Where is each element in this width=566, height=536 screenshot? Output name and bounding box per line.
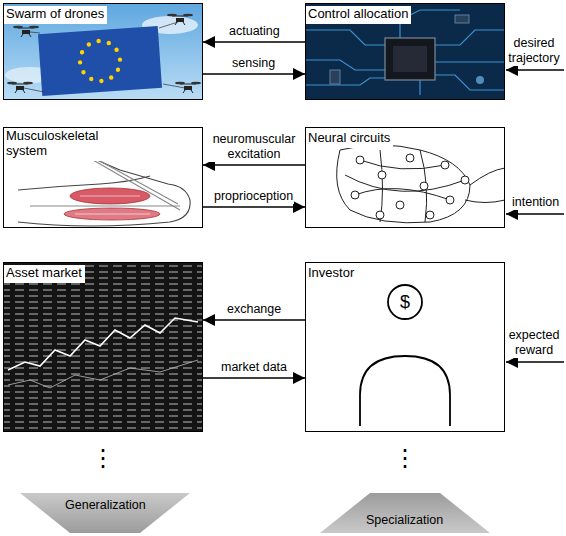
panel-box: Investor: [305, 262, 505, 432]
heading-row: Investor: [306, 263, 504, 283]
drone-swarm-picture: [4, 4, 203, 99]
connector-arrow: [203, 319, 305, 321]
panel-box: Musculoskeletal system: [3, 127, 203, 228]
input-label: desired trajectory: [505, 36, 563, 66]
heading-row: Musculoskeletal system: [4, 128, 202, 161]
edge-label: neuromuscular excitation: [205, 132, 303, 162]
heading-row: Asset market: [4, 263, 202, 283]
connector-arrow: [203, 206, 305, 208]
generalization-chevron: [20, 493, 190, 533]
panel-heading: Neural circuits: [306, 130, 393, 148]
connector-arrow: [203, 164, 305, 166]
panel-heading: Musculoskeletal system: [4, 128, 134, 161]
panel-heading: Investor: [306, 265, 357, 283]
panel-box: Control allocation: [305, 3, 505, 100]
continuation-dots: ⋮: [90, 446, 116, 470]
panel-box: Asset market: [3, 262, 203, 432]
panel-heading: Asset market: [4, 265, 85, 283]
edge-label: exchange: [226, 302, 282, 317]
edge-label: market data: [220, 360, 288, 375]
direction-label: Generalization: [64, 498, 147, 513]
connector-arrow: [203, 377, 305, 379]
connector-arrow: [203, 73, 305, 75]
neural-network-sketch: [337, 145, 505, 223]
panel-heading: Control allocation: [306, 6, 411, 24]
investor-icon: [360, 285, 450, 426]
heading-row: Control allocation: [306, 4, 504, 24]
circuit-board-picture: [306, 4, 504, 99]
edge-label: actuating: [228, 24, 281, 39]
direction-label: Specialization: [365, 513, 444, 528]
edge-label: sensing: [231, 56, 276, 71]
input-label: expected reward: [505, 328, 563, 358]
connector-arrow: [203, 41, 305, 43]
panel-box: Swarm of drones: [3, 3, 203, 100]
heading-row: Neural circuits: [306, 128, 504, 148]
input-arrow: [506, 70, 564, 362]
dollar-symbol: $: [399, 293, 411, 311]
heading-row: Swarm of drones: [4, 4, 202, 24]
panel-box: Neural circuits: [305, 127, 505, 228]
continuation-dots: ⋮: [392, 446, 418, 470]
panel-heading: Swarm of drones: [4, 6, 107, 24]
edge-label: proprioception: [213, 189, 294, 204]
market-screen-picture: [4, 263, 202, 431]
input-label: intention: [511, 195, 560, 210]
specialization-chevron: [320, 493, 490, 533]
